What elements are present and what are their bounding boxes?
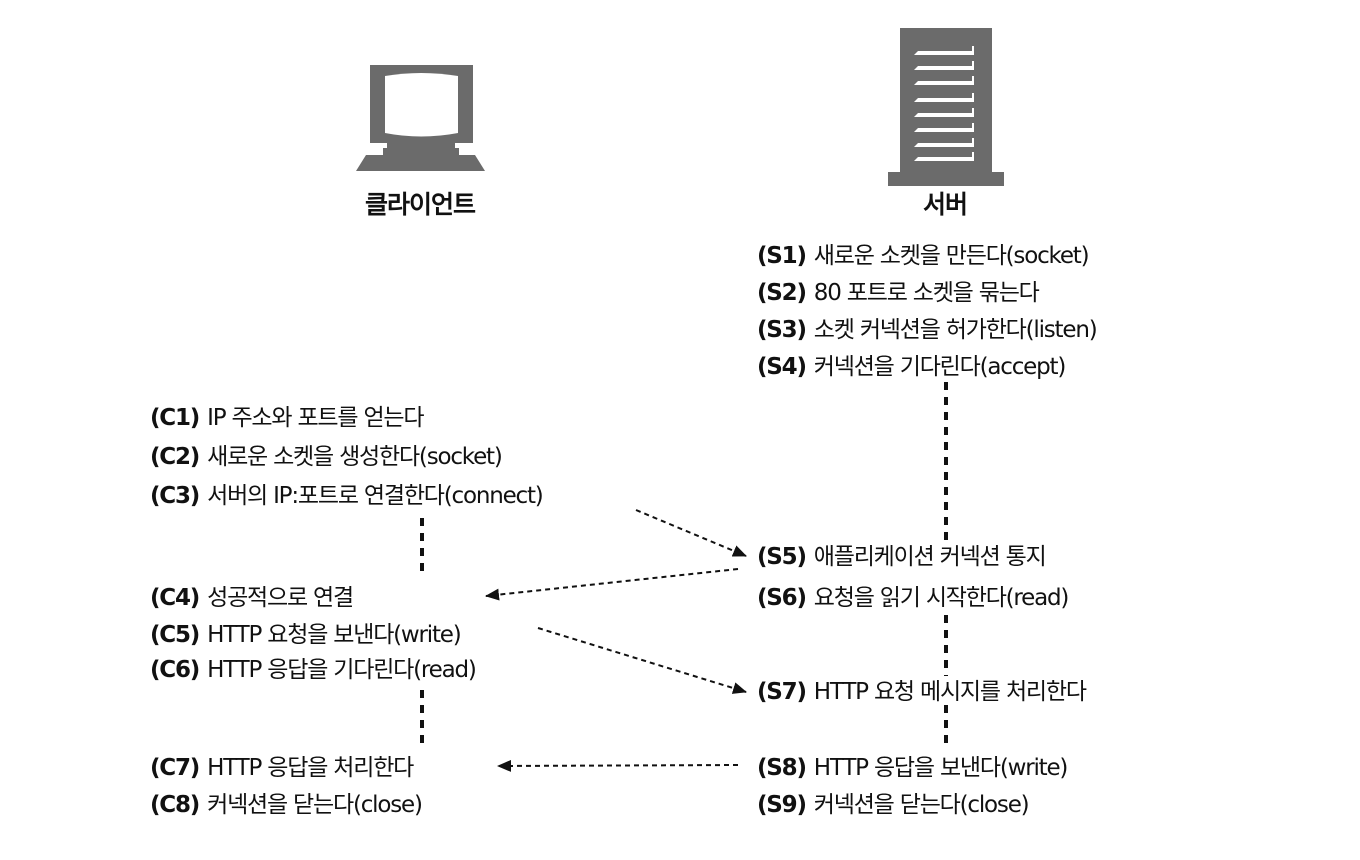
step-code: (C1) xyxy=(150,405,200,431)
arrow-c3-s5 xyxy=(635,509,747,557)
step-text: 커넥션을 닫는다(close) xyxy=(207,792,423,818)
server-step-s6: (S6)요청을 읽기 시작한다(read) xyxy=(757,580,1070,616)
step-text: HTTP 응답을 처리한다 xyxy=(207,755,414,781)
client-step-c6: (C6) HTTP 응답을 기다린다(read) xyxy=(150,652,477,688)
arrow-s5-c4 xyxy=(485,568,739,601)
step-code: (C3) xyxy=(150,483,200,509)
client-step-c4: (C4) 성공적으로 연결 xyxy=(150,580,354,616)
client-step-c7: (C7) HTTP 응답을 처리한다 xyxy=(150,750,414,786)
step-text: 성공적으로 연결 xyxy=(207,585,354,611)
step-text: 소켓 커넥션을 허가한다(listen) xyxy=(813,317,1098,343)
client-step-c3: (C3) 서버의 IP:포트로 연결한다(connect) xyxy=(150,478,544,514)
server-step-s4: (S4)커넥션을 기다린다(accept) xyxy=(757,349,1066,385)
client-step-c5: (C5) HTTP 요청을 보낸다(write) xyxy=(150,617,462,653)
step-text: IP 주소와 포트를 얻는다 xyxy=(207,405,424,431)
step-code: (S6) xyxy=(757,585,807,611)
step-code: (S3) xyxy=(757,317,807,343)
step-text: HTTP 응답을 보낸다(write) xyxy=(813,755,1069,781)
client-step-c8: (C8) 커넥션을 닫는다(close) xyxy=(150,787,423,823)
step-text: 커넥션을 닫는다(close) xyxy=(813,792,1030,818)
step-code: (S8) xyxy=(757,755,807,781)
step-code: (C2) xyxy=(150,444,200,470)
step-code: (C7) xyxy=(150,755,200,781)
step-text: HTTP 요청을 보낸다(write) xyxy=(207,622,462,648)
step-text: 새로운 소켓을 생성한다(socket) xyxy=(207,444,503,470)
step-text: 새로운 소켓을 만든다(socket) xyxy=(813,243,1090,269)
server-step-s5: (S5)애플리케이션 커넥션 통지 xyxy=(757,539,1047,575)
server-step-s2: (S2)80 포트로 소켓을 묶는다 xyxy=(757,275,1040,311)
server-step-s1: (S1)새로운 소켓을 만든다(socket) xyxy=(757,238,1090,274)
server-step-s9: (S9)커넥션을 닫는다(close) xyxy=(757,787,1030,823)
client-step-c1: (C1) IP 주소와 포트를 얻는다 xyxy=(150,400,425,436)
step-code: (S5) xyxy=(757,544,807,570)
step-code: (C6) xyxy=(150,657,200,683)
step-code: (S9) xyxy=(757,792,807,818)
step-text: 80 포트로 소켓을 묶는다 xyxy=(813,280,1040,306)
step-text: HTTP 응답을 기다린다(read) xyxy=(207,657,477,683)
step-code: (C8) xyxy=(150,792,200,818)
step-text: 커넥션을 기다린다(accept) xyxy=(813,354,1066,380)
step-code: (C4) xyxy=(150,585,200,611)
server-step-s7: (S7)HTTP 요청 메시지를 처리한다 xyxy=(757,674,1087,710)
computer-icon xyxy=(356,65,485,171)
client-label: 클라이언트 xyxy=(364,190,476,219)
server-step-s8: (S8)HTTP 응답을 보낸다(write) xyxy=(757,750,1069,786)
server-label: 서버 xyxy=(922,190,968,219)
arrow-s8-c7 xyxy=(497,759,739,772)
step-code: (S2) xyxy=(757,280,807,306)
step-text: 애플리케이션 커넥션 통지 xyxy=(813,544,1047,570)
step-text: 요청을 읽기 시작한다(read) xyxy=(813,585,1070,611)
step-code: (S1) xyxy=(757,243,807,269)
arrow-c5-s7 xyxy=(537,627,747,694)
step-code: (S4) xyxy=(757,354,807,380)
step-code: (S7) xyxy=(757,679,807,705)
client-step-c2: (C2) 새로운 소켓을 생성한다(socket) xyxy=(150,439,503,475)
step-text: HTTP 요청 메시지를 처리한다 xyxy=(813,679,1087,705)
server-step-s3: (S3)소켓 커넥션을 허가한다(listen) xyxy=(757,312,1098,348)
server-icon xyxy=(888,28,1004,186)
step-code: (C5) xyxy=(150,622,200,648)
step-text: 서버의 IP:포트로 연결한다(connect) xyxy=(207,483,544,509)
